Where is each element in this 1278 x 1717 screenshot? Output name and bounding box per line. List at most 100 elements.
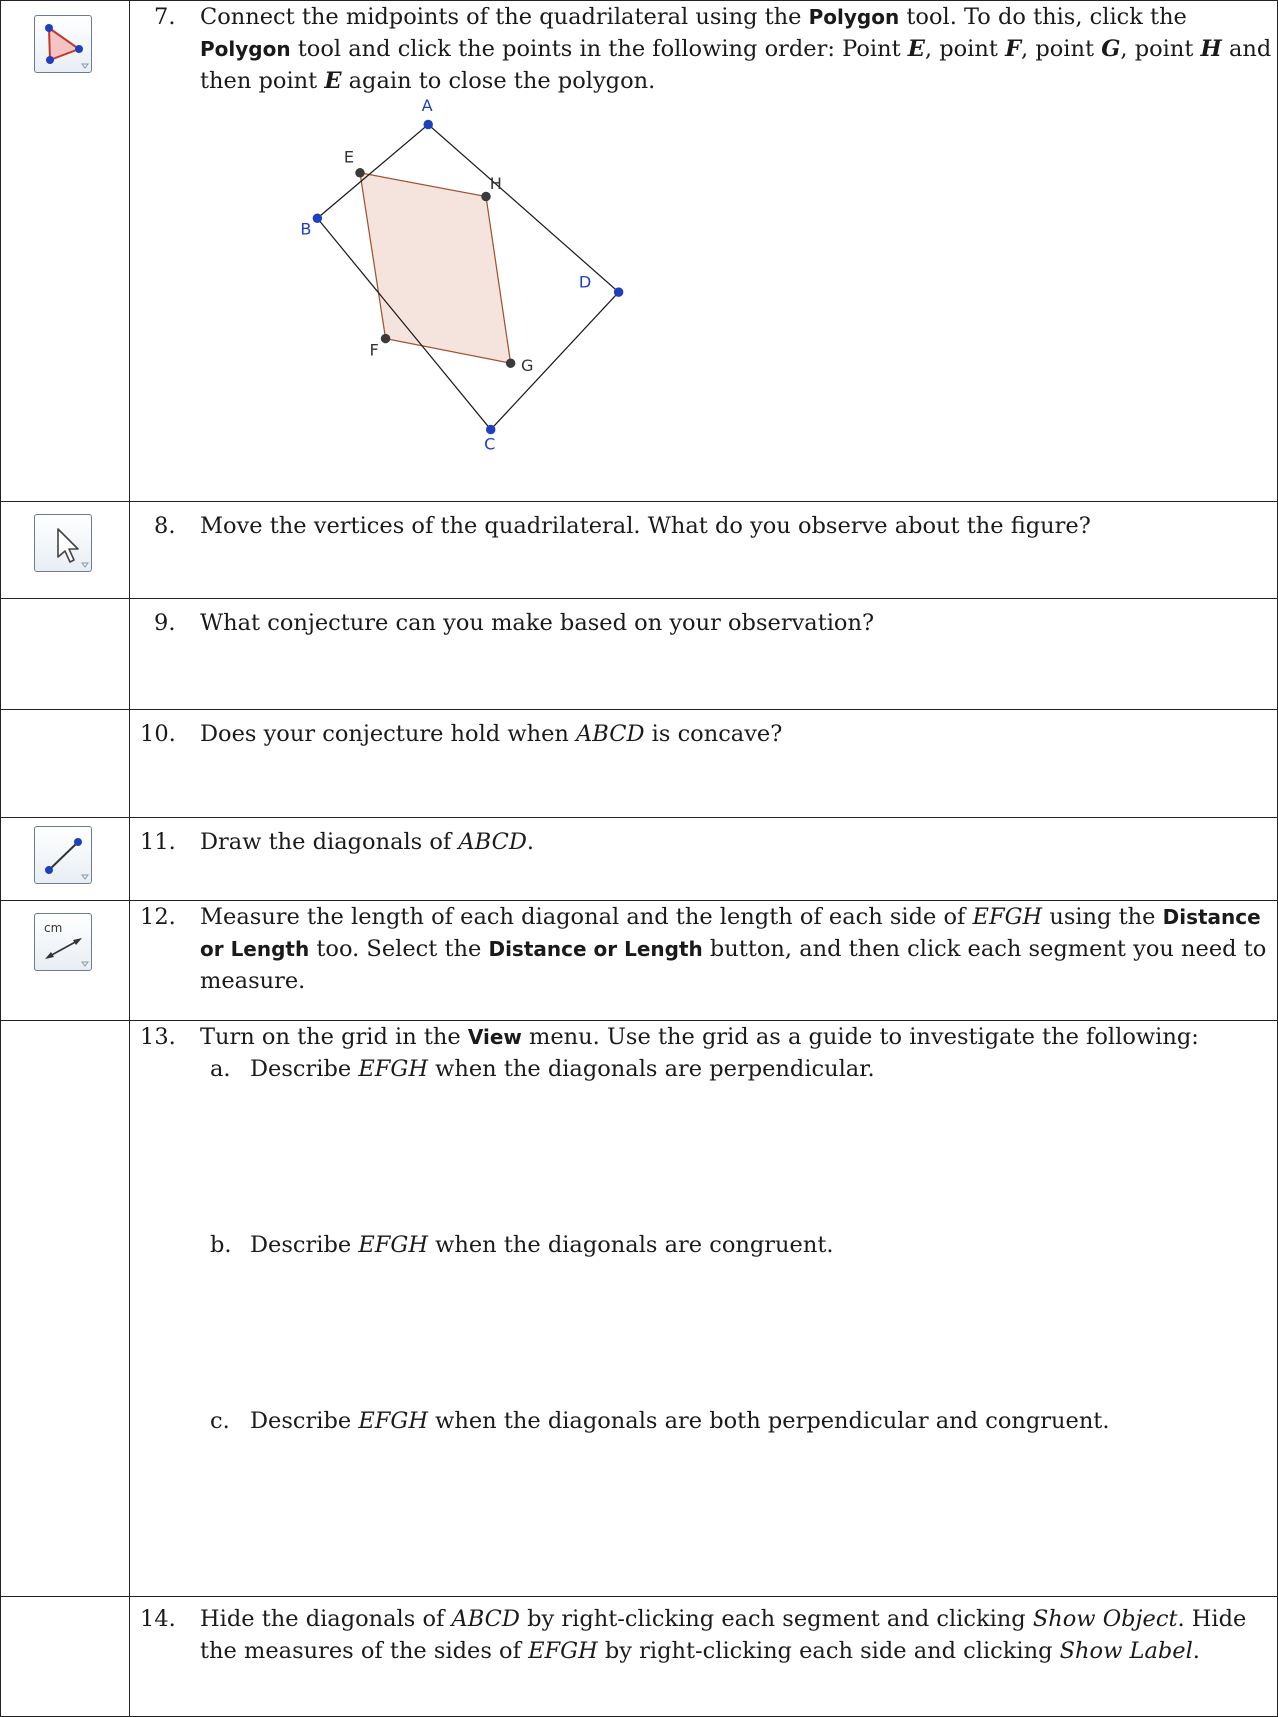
step-row-10: 10. Does your conjecture hold when ABCD … (0, 709, 1278, 818)
step-text-12: 12. Measure the length of each diagonal … (130, 901, 1277, 997)
emphasis-text: Show Label (1059, 1638, 1193, 1664)
step-instruction: Measure the length of each diagonal and … (200, 904, 1266, 994)
subitem-letter: c. (210, 1408, 230, 1434)
emphasis-text: Distance or Length (488, 937, 703, 961)
step-row-13: 13. Turn on the grid in the View menu. U… (0, 1020, 1278, 1597)
text-run: when the diagonals are congruent. (427, 1232, 834, 1258)
tool-cell-11 (0, 817, 130, 901)
step-number: 13. (140, 1024, 176, 1050)
step-content-14: 14. Hide the diagonals of ABCD by right-… (129, 1596, 1278, 1717)
move-tool-icon[interactable] (34, 514, 92, 572)
step-text-10: 10. Does your conjecture hold when ABCD … (130, 718, 1277, 750)
text-run: . (1192, 1638, 1200, 1664)
emphasis-text: Polygon (808, 5, 900, 29)
step-content-11: 11. Draw the diagonals of ABCD. (129, 817, 1278, 901)
subitem-text: Describe EFGH when the diagonals are bot… (250, 1408, 1110, 1434)
step-number: 12. (140, 904, 176, 930)
text-run: Turn on the grid in the (200, 1024, 468, 1050)
step-content-12: 12. Measure the length of each diagonal … (129, 900, 1278, 1021)
label-a: A (422, 97, 433, 115)
label-f: F (369, 341, 378, 360)
label-h: H (490, 174, 502, 193)
step-row-12: cm 12. Measure the length of each diagon… (0, 900, 1278, 1021)
tool-cell-7 (0, 0, 130, 502)
subitem-text: Describe EFGH when the diagonals are con… (250, 1232, 834, 1258)
tool-cell-9 (0, 598, 130, 710)
step-number: 7. (154, 4, 176, 30)
emphasis-text: F (1005, 36, 1022, 62)
text-run: Describe (250, 1232, 359, 1258)
step-number: 11. (140, 829, 176, 855)
step-instruction: Does your conjecture hold when ABCD is c… (200, 721, 782, 747)
subitem-text: Describe EFGH when the diagonals are per… (250, 1056, 875, 1082)
label-d: D (579, 272, 591, 291)
step-instruction: What conjecture can you make based on yo… (200, 610, 874, 636)
text-run: Move the vertices of the quadrilateral. … (200, 513, 1091, 539)
text-run: tool and click the points in the followi… (290, 36, 908, 62)
midpoint-polygon-efgh[interactable] (359, 172, 512, 364)
step-text-11: 11. Draw the diagonals of ABCD. (130, 826, 1277, 858)
step-instruction: Move the vertices of the quadrilateral. … (200, 513, 1091, 539)
text-run: when the diagonals are both perpendicula… (427, 1408, 1110, 1434)
emphasis-text: EFGH (358, 1408, 428, 1434)
emphasis-text: EFGH (358, 1232, 428, 1258)
vertex-d[interactable] (613, 287, 624, 297)
text-run: Does your conjecture hold when (200, 721, 577, 747)
emphasis-text: Polygon (200, 37, 291, 61)
text-run: tool. To do this, click the (899, 4, 1187, 30)
tool-cell-13 (0, 1020, 130, 1597)
step-content-7: 7. Connect the midpoints of the quadrila… (129, 0, 1278, 502)
vertex-c[interactable] (486, 424, 496, 435)
emphasis-text: Distance or Length (200, 905, 1261, 961)
midpoint-h[interactable] (481, 191, 491, 202)
emphasis-text: ABCD (451, 1606, 520, 1632)
text-run: too. Select the (309, 936, 489, 962)
emphasis-text: G (1101, 36, 1121, 62)
step-row-7: 7. Connect the midpoints of the quadrila… (0, 0, 1278, 502)
text-run: by right-clicking each segment and click… (519, 1606, 1033, 1632)
step-instruction: Connect the midpoints of the quadrilater… (200, 4, 1271, 94)
vertex-a[interactable] (423, 119, 433, 130)
emphasis-text: E (324, 68, 342, 94)
midpoint-g[interactable] (505, 358, 516, 368)
step-row-8: 8. Move the vertices of the quadrilatera… (0, 501, 1278, 599)
text-run: and then point (200, 36, 1272, 94)
step-text-13: 13. Turn on the grid in the View menu. U… (130, 1021, 1277, 1053)
vertex-b[interactable] (312, 213, 323, 223)
text-run: , point (924, 36, 1006, 62)
distance-tool-icon[interactable]: cm (34, 913, 92, 971)
tool-cell-10 (0, 709, 130, 818)
step-number: 14. (140, 1606, 176, 1632)
emphasis-text: ABCD (458, 829, 527, 855)
text-run: . (526, 829, 535, 855)
emphasis-text: EFGH (528, 1638, 598, 1664)
label-c: C (484, 434, 495, 453)
step-number: 9. (154, 610, 176, 636)
text-run: Hide the diagonals of (200, 1606, 452, 1632)
text-run: Draw the diagonals of (200, 829, 459, 855)
text-run: menu. Use the grid as a guide to investi… (521, 1024, 1199, 1050)
distance-unit-label: cm (44, 921, 62, 935)
emphasis-text: EFGH (972, 904, 1043, 930)
step-instruction: Turn on the grid in the View menu. Use t… (200, 1024, 1199, 1050)
midpoint-f[interactable] (380, 333, 391, 344)
step-content-8: 8. Move the vertices of the quadrilatera… (129, 501, 1278, 599)
text-run: Connect the midpoints of the quadrilater… (200, 4, 809, 30)
emphasis-text: E (907, 36, 925, 62)
label-e: E (344, 147, 354, 166)
quadrilateral-figure: A B C D E F G H (270, 96, 630, 457)
text-run: using the (1042, 904, 1163, 930)
text-run: when the diagonals are perpendicular. (427, 1056, 875, 1082)
segment-tool-icon[interactable] (34, 826, 92, 884)
polygon-tool-icon[interactable] (34, 15, 92, 73)
step-instruction: Draw the diagonals of ABCD. (200, 829, 534, 855)
subitem-letter: b. (210, 1232, 232, 1258)
text-run: , point (1120, 36, 1201, 62)
emphasis-text: H (1200, 36, 1222, 62)
step-content-10: 10. Does your conjecture hold when ABCD … (129, 709, 1278, 818)
step-content-13: 13. Turn on the grid in the View menu. U… (129, 1020, 1278, 1597)
midpoint-e[interactable] (355, 168, 365, 178)
step-text-8: 8. Move the vertices of the quadrilatera… (130, 510, 1277, 542)
